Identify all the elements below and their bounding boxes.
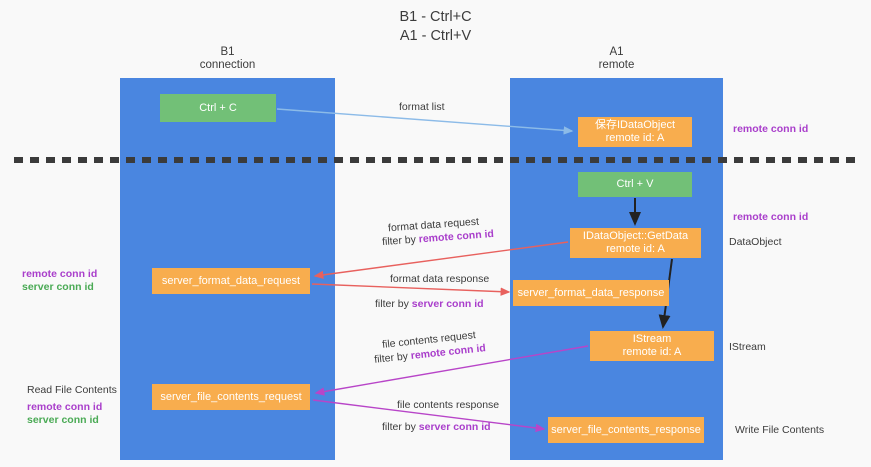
node-getdata-label: IDataObject::GetData [582, 230, 689, 242]
edge-label-format-list: format list [399, 101, 445, 113]
node-idataobject-getdata[interactable]: IDataObject::GetData remote id: A [570, 228, 701, 258]
swimlane-b1-role: connection [199, 59, 256, 71]
annotation-left-server-conn-id-1: server conn id [22, 281, 94, 293]
arrow-file-contents-response [312, 399, 546, 433]
node-server-format-data-request-label: server_format_data_request [161, 274, 301, 287]
node-ctrl-c-label: Ctrl + C [199, 101, 237, 114]
node-server-format-data-response-label: server_format_data_response [517, 286, 665, 299]
arrow-format-list [276, 108, 574, 135]
title-line-1: B1 - Ctrl+C [399, 9, 472, 25]
node-ctrl-v[interactable]: Ctrl + V [578, 172, 692, 197]
node-istream-sub: remote id: A [622, 346, 682, 358]
node-getdata-sub: remote id: A [606, 243, 665, 255]
title-line-2: A1 - Ctrl+V [399, 28, 472, 44]
node-server-file-contents-request[interactable]: server_file_contents_request [152, 384, 310, 410]
node-istream[interactable]: IStream remote id: A [590, 331, 714, 361]
arrow-file-contents-request [314, 345, 589, 396]
arrow-format-data-response [311, 283, 511, 296]
swimlane-b1-name: B1 [220, 46, 235, 58]
swimlane-header-b1: B1 connection [120, 46, 335, 72]
node-istream-label: IStream [632, 333, 672, 345]
node-ctrl-v-label: Ctrl + V [616, 178, 654, 190]
annotation-right-istream: IStream [729, 341, 766, 353]
diagram-title: B1 - Ctrl+C A1 - Ctrl+V [0, 8, 871, 46]
annotation-left-server-conn-id-2: server conn id [27, 414, 99, 426]
edge-label-format-data-response-filter: filter by server conn id [375, 298, 484, 311]
node-server-format-data-response[interactable]: server_format_data_response [513, 280, 669, 306]
node-idataobject-label: 保存IDataObject [594, 119, 676, 131]
annotation-left-remote-conn-id-2: remote conn id [27, 401, 103, 413]
annotation-right-remote-conn-id-1: remote conn id [733, 123, 809, 135]
edge-label-format-data-response: format data response [390, 273, 490, 285]
node-ctrl-c[interactable]: Ctrl + C [160, 94, 276, 122]
swimlane-a1-name: A1 [609, 46, 624, 58]
annotation-left-read-file-contents: Read File Contents [27, 384, 117, 396]
annotation-right-dataobject: DataObject [729, 236, 782, 248]
node-server-file-contents-response-label: server_file_contents_response [551, 423, 701, 436]
phase-divider-dashed-line [14, 157, 860, 163]
swimlane-header-a1: A1 remote [510, 46, 723, 72]
filter-by-text-3: filter by [373, 350, 412, 366]
filter-by-text-1: filter by [381, 233, 420, 249]
edge-label-file-contents-response-filter: filter by server conn id [382, 421, 491, 434]
filter-by-text-2: filter by [375, 298, 412, 310]
node-server-file-contents-request-label: server_file_contents_request [160, 390, 302, 403]
annotation-left-remote-conn-id-1: remote conn id [22, 268, 98, 280]
swimlane-a1-role: remote [598, 59, 635, 71]
arrow-format-data-request [313, 241, 569, 280]
server-conn-id-text-1: server conn id [411, 298, 484, 310]
annotation-right-remote-conn-id-2: remote conn id [733, 211, 809, 223]
node-idataobject[interactable]: 保存IDataObject remote id: A [578, 117, 692, 147]
annotation-right-write-file-contents: Write File Contents [735, 424, 825, 436]
server-conn-id-text-2: server conn id [418, 421, 491, 433]
filter-by-text-4: filter by [382, 421, 419, 433]
node-server-format-data-request[interactable]: server_format_data_request [152, 268, 310, 294]
node-idataobject-sub: remote id: A [605, 132, 665, 144]
edge-label-file-contents-response: file contents response [397, 399, 500, 411]
node-server-file-contents-response[interactable]: server_file_contents_response [548, 417, 704, 443]
